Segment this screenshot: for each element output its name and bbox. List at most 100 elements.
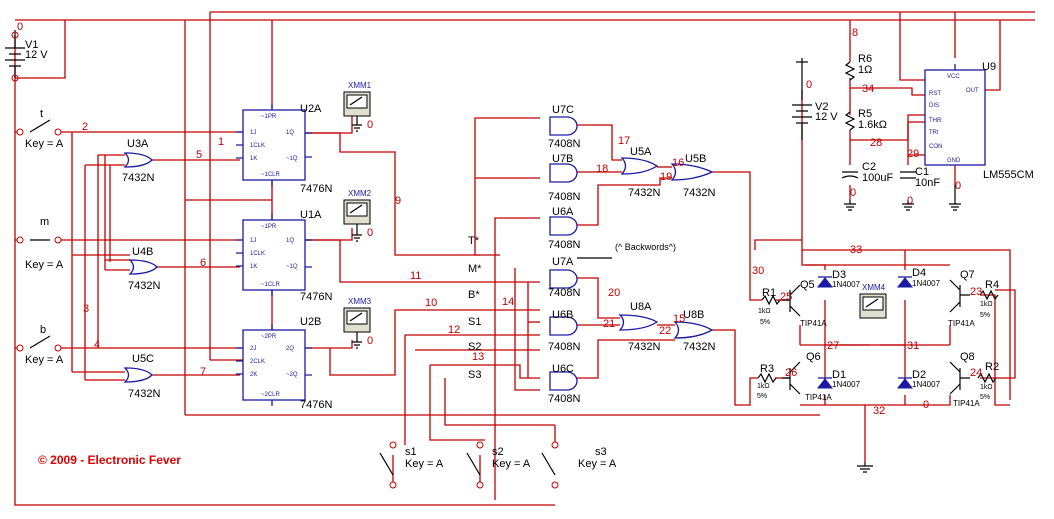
probe-xmm2[interactable]: XMM2 0 <box>343 189 373 242</box>
label-backwords: (^ Backwords^) <box>615 242 676 252</box>
u8a-name: U8A <box>630 301 652 313</box>
xmm3-node: 0 <box>367 335 373 347</box>
r6-value: 1Ω <box>858 64 872 76</box>
switch-m[interactable]: m Key = A <box>16 216 64 271</box>
or-gate-u5c: U5C 7432N <box>123 353 160 400</box>
net-23: 23 <box>970 286 982 298</box>
and-gate-u7a: U7A 7408N <box>548 256 580 299</box>
copyright-text: © 2009 - Electronic Fever <box>38 453 181 467</box>
timer-u9: VCC RST DIS THR TRI CON GND OUT U9 LM555… <box>924 61 1034 181</box>
or-gate-u5b: U5B 7432N <box>670 153 715 199</box>
d3-name: D3 <box>832 269 846 281</box>
or-gate-u8a: U8A 7432N <box>618 301 660 353</box>
v1-name: V1 <box>25 39 38 51</box>
q6-part: TIP41A <box>805 393 832 402</box>
u5b-name: U5B <box>685 153 706 165</box>
u9-pin-rst: RST <box>929 91 941 97</box>
net-15: 15 <box>673 313 685 325</box>
net-4: 4 <box>94 339 100 351</box>
u9-pin-dis: DIS <box>929 103 939 109</box>
u4b-name: U4B <box>132 246 153 258</box>
u2b-name: U2B <box>300 316 321 328</box>
capacitor-c1: C1 10nF <box>900 166 940 189</box>
net-10: 10 <box>425 297 437 309</box>
q7-name: Q7 <box>960 269 975 281</box>
switch-t-name: t <box>40 108 43 120</box>
u2a-pin-qn: ~1Q <box>286 156 298 162</box>
u2a-pin-pr: ~1PR <box>261 114 277 120</box>
u1a-pin-q: 1Q <box>286 238 294 244</box>
u3a-name: U3A <box>127 138 149 150</box>
d2-part: 1N4007 <box>912 380 941 389</box>
net-0-c1: 0 <box>907 195 913 207</box>
u9-pin-vcc: VCC <box>947 74 960 80</box>
v1-battery: V1 12 V 0 <box>5 21 48 82</box>
xmm2-label: XMM2 <box>348 189 372 198</box>
u4b-part: 7432N <box>128 280 160 292</box>
net-22: 22 <box>659 325 671 337</box>
net-24: 24 <box>970 367 982 379</box>
r1-tol: 5% <box>760 319 770 326</box>
u6a-name: U6A <box>552 206 574 218</box>
xmm4-label: XMM4 <box>862 283 886 292</box>
switch-t[interactable]: t Key = A <box>16 108 64 150</box>
transistor-q6: Q6 TIP41A <box>782 351 832 402</box>
u9-pin-gnd: GND <box>947 158 961 164</box>
and-gate-u6a: U6A 7408N <box>548 206 580 251</box>
resistor-r6: R6 1Ω <box>844 53 872 81</box>
net-17: 17 <box>618 135 630 147</box>
r1-value: 1kΩ <box>758 308 771 315</box>
switch-m-key: Key = A <box>25 259 64 271</box>
and-gate-u7b: U7B 7408N <box>548 153 580 203</box>
switch-s3[interactable]: s3 Key = A <box>541 441 617 489</box>
u2b-pin-clr: ~2CLR <box>261 392 281 398</box>
v2-value: 12 V <box>815 111 838 123</box>
and-gate-u6b: U6B 7408N <box>548 309 580 353</box>
net-1: 1 <box>218 136 224 148</box>
net-34: 34 <box>862 83 874 95</box>
net-19: 19 <box>660 171 672 183</box>
flipflop-u1a: ~1PR 1J 1CLK 1K ~1CLR 1Q ~1Q U1A 7476N <box>236 209 332 303</box>
switch-s2[interactable]: s2 Key = A <box>466 441 531 489</box>
net-3: 3 <box>83 303 89 315</box>
probe-xmm3[interactable]: XMM3 0 <box>343 297 373 349</box>
u8a-part: 7432N <box>628 341 660 353</box>
u5c-name: U5C <box>132 353 154 365</box>
label-s2: S2 <box>468 341 481 353</box>
net-28: 28 <box>870 137 882 149</box>
d4-part: 1N4007 <box>912 279 941 288</box>
r4-name: R4 <box>985 279 999 291</box>
u9-pin-thr: THR <box>929 118 942 124</box>
resistor-r5: R5 1.6kΩ <box>844 108 887 131</box>
switch-t-key: Key = A <box>25 138 64 150</box>
and-gate-u7c: U7C 7408N <box>548 104 580 150</box>
switch-b[interactable]: b Key = A <box>16 324 64 366</box>
switch-s2-name: s2 <box>492 446 504 458</box>
net-29: 29 <box>907 148 919 160</box>
u1a-pin-k: 1K <box>250 264 257 270</box>
net-7: 7 <box>200 366 206 378</box>
r6-name: R6 <box>858 53 872 65</box>
net-12: 12 <box>448 324 460 336</box>
u9-part: LM555CM <box>983 169 1034 181</box>
switch-s1[interactable]: s1 Key = A <box>379 441 444 489</box>
q5-name: Q5 <box>800 279 815 291</box>
u6b-name: U6B <box>552 309 573 321</box>
u6c-name: U6C <box>552 363 574 375</box>
net-20: 20 <box>608 287 620 299</box>
r2-name: R2 <box>985 361 999 373</box>
u7b-name: U7B <box>552 153 573 165</box>
u8b-name: U8B <box>683 309 704 321</box>
u6c-part: 7408N <box>548 393 580 405</box>
q8-part: TIP41A <box>953 399 980 408</box>
probe-xmm4[interactable]: XMM4 <box>859 283 887 319</box>
u2b-part: 7476N <box>300 399 332 411</box>
probe-xmm1[interactable]: XMM1 0 <box>343 81 373 132</box>
net-0-left: 0 <box>17 21 23 33</box>
net-8: 8 <box>852 27 858 39</box>
resistor-r3: R3 1kΩ 5% <box>757 363 777 400</box>
diode-d4: D4 1N4007 <box>896 267 941 288</box>
u7c-part: 7408N <box>548 138 580 150</box>
switch-s2-key: Key = A <box>492 458 531 470</box>
